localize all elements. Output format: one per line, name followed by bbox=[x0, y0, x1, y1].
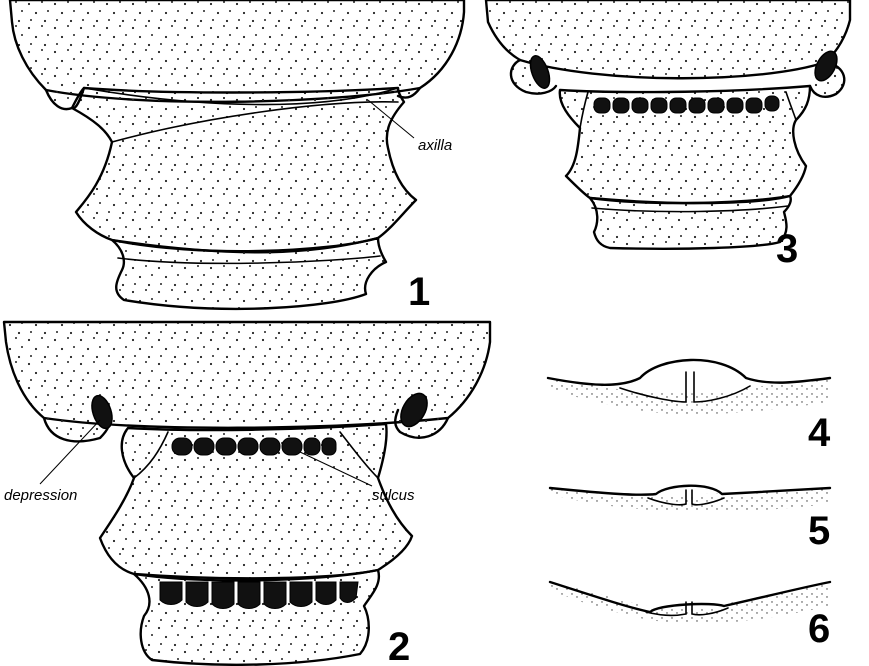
panel-2: depression sulcus 2 bbox=[4, 322, 490, 666]
panel-2-label-depression: depression bbox=[4, 487, 77, 504]
panel-3-frenum bbox=[590, 196, 791, 249]
panel-2-number: 2 bbox=[388, 625, 410, 666]
panel-4: 4 bbox=[548, 360, 831, 455]
panel-1-label-axilla: axilla bbox=[418, 137, 452, 154]
panel-2-label-sulcus: sulcus bbox=[372, 487, 415, 504]
frenal-pit bbox=[264, 582, 286, 609]
sulcus-pit bbox=[282, 438, 302, 455]
sulcus-pit bbox=[689, 98, 705, 113]
sulcus-pit bbox=[216, 438, 236, 455]
sulcus-pit bbox=[727, 98, 743, 113]
panel-6-body-shading bbox=[550, 582, 830, 624]
panel-1-scutum bbox=[10, 0, 464, 102]
sulcus-pit bbox=[304, 438, 320, 455]
panel-1-scutellum-plate bbox=[72, 88, 416, 252]
sulcus-pit bbox=[632, 98, 648, 113]
sulcus-pit bbox=[746, 98, 762, 113]
panel-5-number: 5 bbox=[808, 509, 830, 553]
panel-1-number: 1 bbox=[408, 270, 430, 314]
sulcus-pit bbox=[651, 98, 667, 113]
sulcus-pit bbox=[594, 98, 610, 113]
panel-4-profile-line bbox=[548, 360, 830, 385]
sulcus-pit bbox=[613, 98, 629, 113]
panel-1: axilla 1 bbox=[10, 0, 464, 314]
panel-5: 5 bbox=[550, 486, 830, 553]
panel-2-frenal-pits bbox=[160, 582, 358, 609]
panel-4-number: 4 bbox=[808, 411, 831, 455]
sulcus-pit bbox=[670, 98, 686, 113]
sulcus-pit bbox=[765, 96, 779, 111]
sulcus-pit bbox=[708, 98, 724, 113]
panel-6-number: 6 bbox=[808, 607, 830, 651]
sulcus-pit bbox=[260, 438, 280, 455]
sulcus-pit bbox=[322, 438, 336, 455]
frenal-pit bbox=[160, 582, 182, 605]
panel-3: 3 bbox=[486, 0, 850, 271]
frenal-pit bbox=[316, 582, 336, 605]
frenal-pit bbox=[238, 582, 260, 609]
frenal-pit bbox=[186, 582, 208, 607]
sulcus-pit bbox=[172, 438, 192, 455]
frenal-pit bbox=[290, 582, 312, 607]
sulcus-pit bbox=[194, 438, 214, 455]
frenal-pit bbox=[212, 582, 234, 609]
sulcus-pit bbox=[238, 438, 258, 455]
panel-6: 6 bbox=[550, 582, 830, 651]
panel-3-number: 3 bbox=[776, 227, 798, 271]
panel-2-sulcus-pits bbox=[172, 438, 336, 455]
